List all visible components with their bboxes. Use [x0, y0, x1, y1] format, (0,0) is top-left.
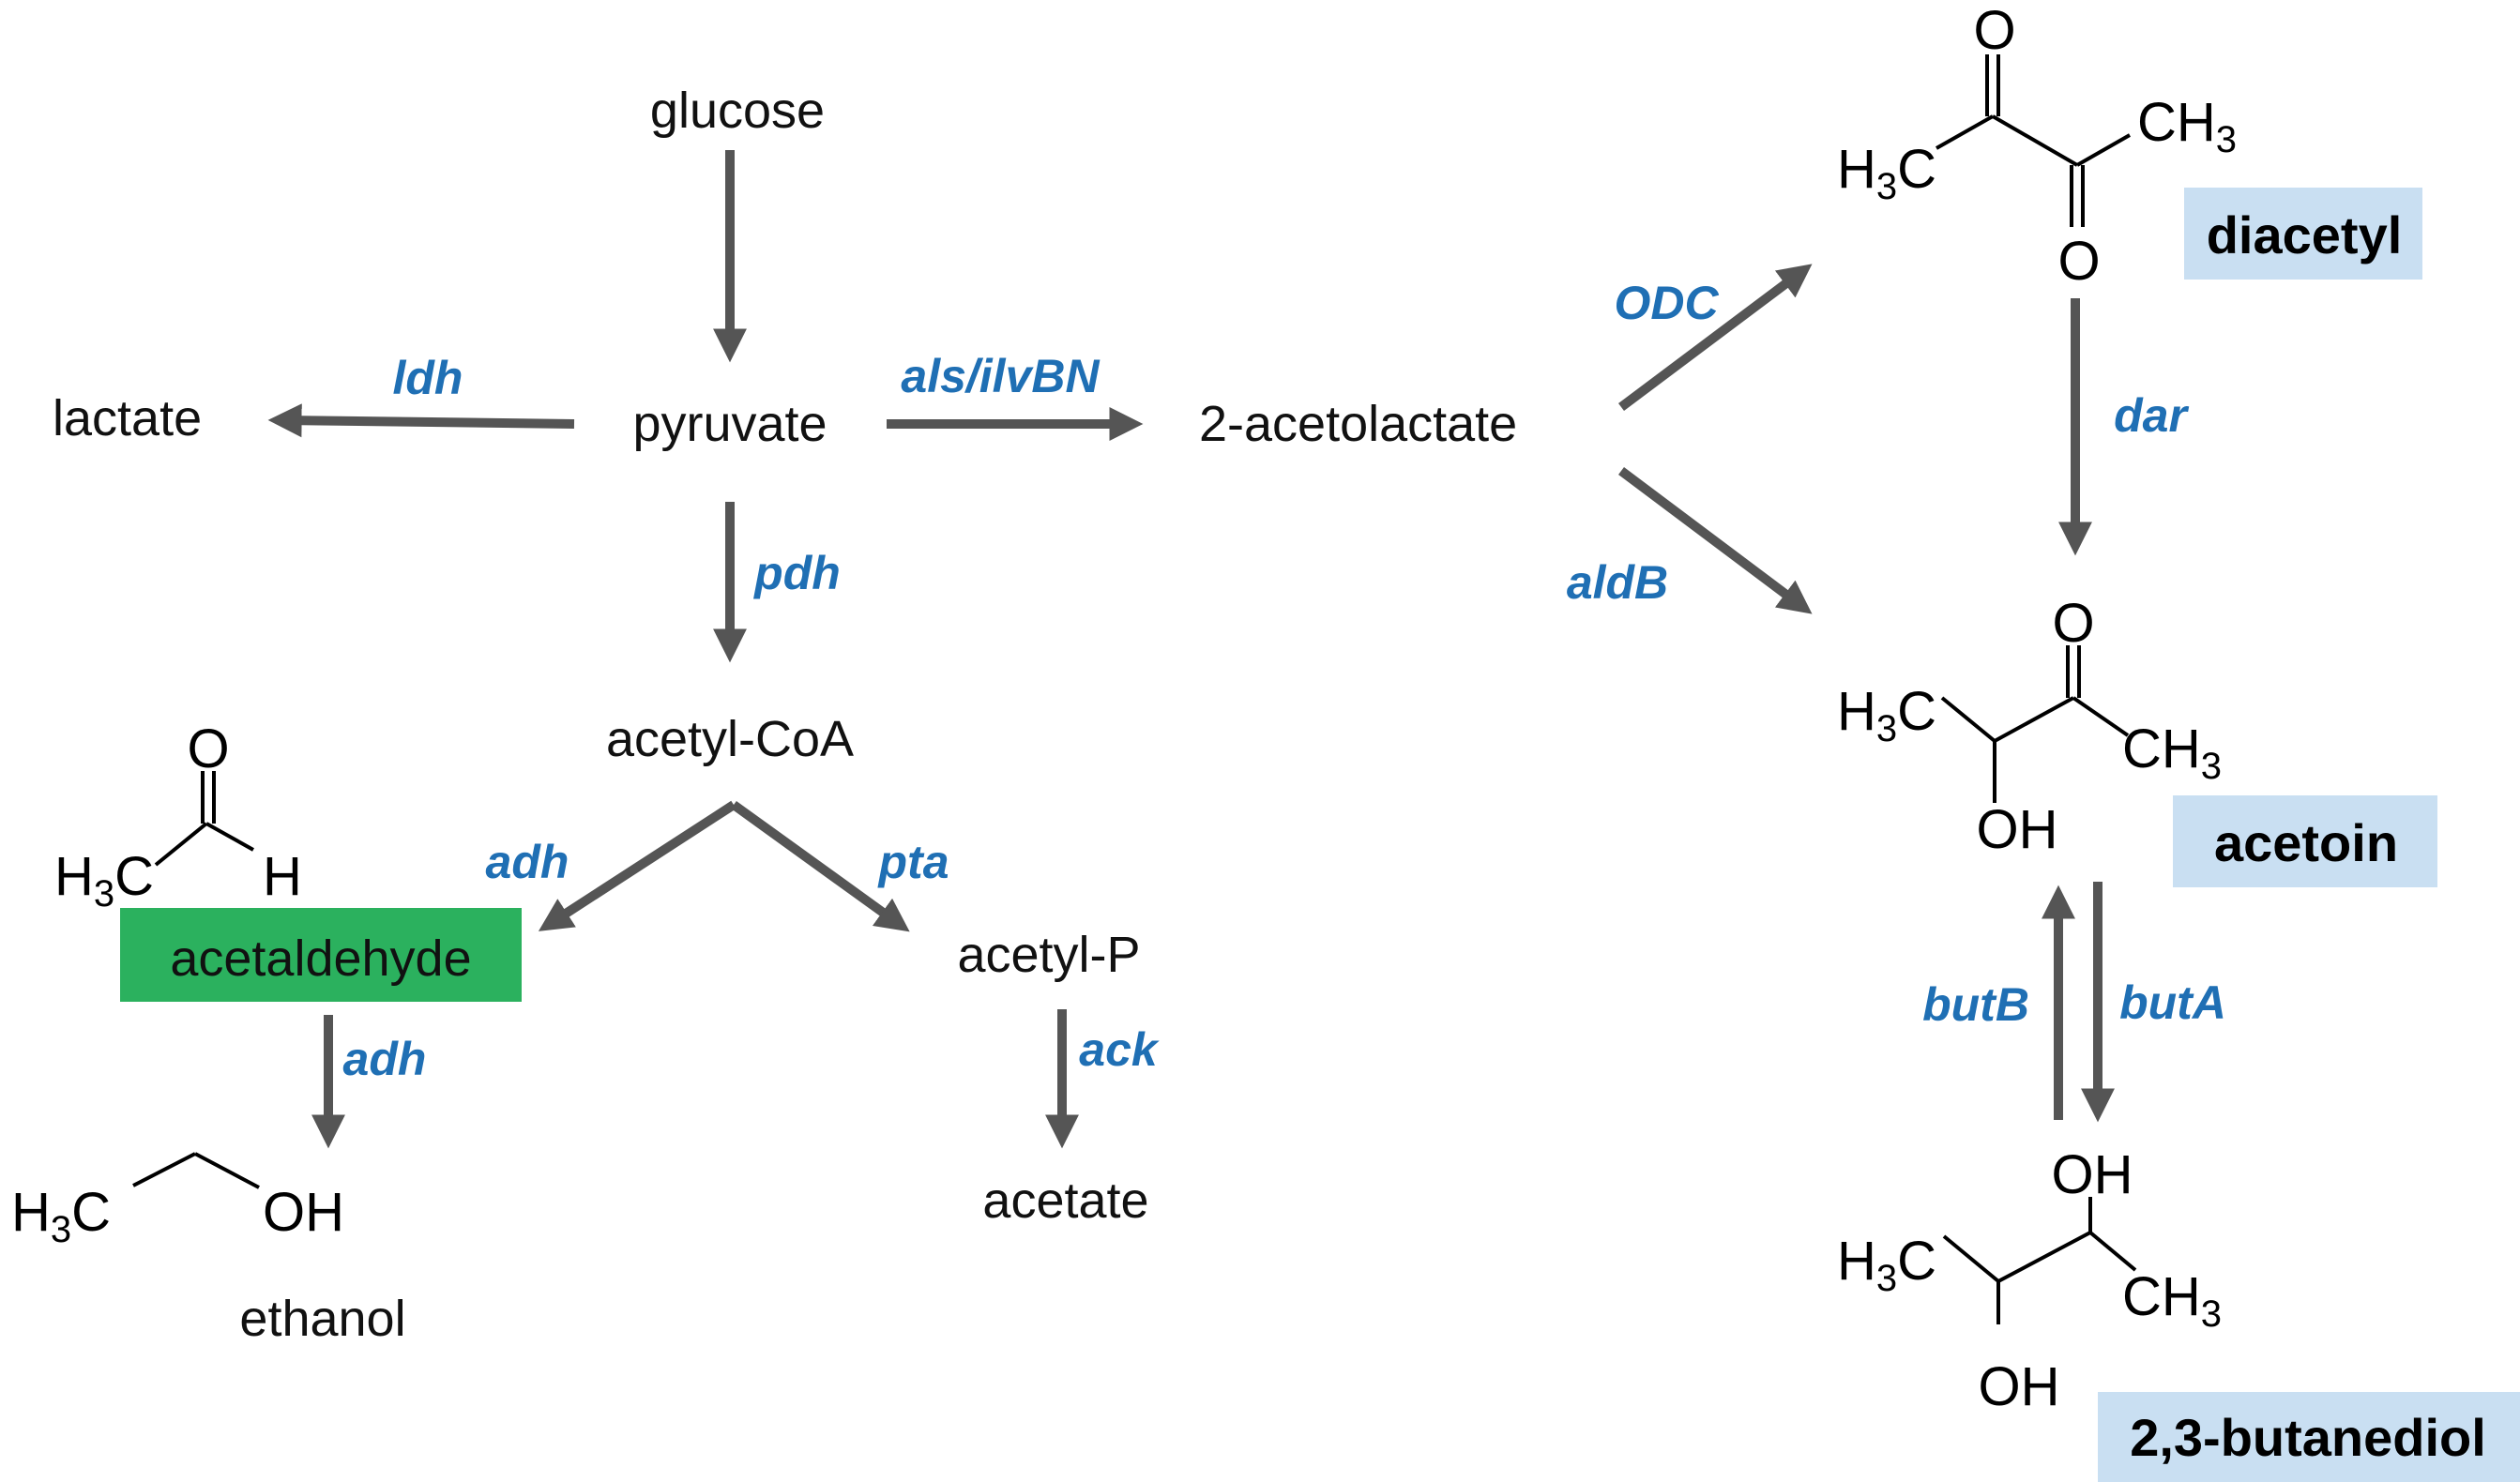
enzyme-adh: adh [486, 836, 569, 888]
svg-text:H3C: H3C [11, 1182, 111, 1250]
product-2-3-butanediol: 2,3-butanediol [2130, 1408, 2486, 1467]
enzyme-pta: pta [877, 836, 949, 888]
arrow-acetylcoa-acetaldehyde [538, 800, 736, 931]
structure-acetaldehyde: O H3C H [54, 718, 302, 915]
enzyme-aldb: aldB [1567, 556, 1668, 609]
metabolite-ethanol: ethanol [239, 1291, 405, 1347]
metabolite-lactate: lactate [53, 390, 202, 446]
svg-text:O: O [2057, 231, 2100, 292]
structure-acetoin: O H3C CH3 OH [1837, 593, 2222, 860]
metabolite-glucose: glucose [650, 83, 825, 139]
arrow-acetylcoa-acetylp [731, 800, 910, 932]
enzyme-pdh: pdh [752, 547, 841, 599]
butanediol-box [2098, 1392, 2520, 1482]
metabolite-2-acetolactate: 2-acetolactate [1199, 396, 1517, 452]
arrow-pyruvate-lactate [267, 403, 575, 438]
structure-butanediol: OH H3C CH3 OH [1837, 1144, 2222, 1417]
enzyme-odc: ODC [1614, 277, 1719, 329]
product-acetoin: acetoin [2214, 813, 2398, 872]
svg-text:OH: OH [1979, 1356, 2060, 1417]
svg-text:O: O [187, 718, 229, 779]
enzyme-als-ilvbn: als/ilvBN [901, 350, 1100, 402]
metabolite-acetaldehyde: acetaldehyde [170, 930, 471, 987]
svg-text:H3C: H3C [1837, 1231, 1936, 1299]
svg-text:OH: OH [1977, 799, 2058, 860]
svg-text:O: O [2052, 593, 2094, 654]
arrow-acetolactate-diacetyl [1618, 264, 1813, 411]
enzyme-butb: butB [1922, 978, 2029, 1031]
acetoin-box [2173, 795, 2437, 887]
svg-text:CH3: CH3 [2122, 1266, 2222, 1335]
svg-text:OH: OH [2052, 1144, 2133, 1205]
structure-diacetyl: O O H3C CH3 [1837, 0, 2237, 292]
svg-text:OH: OH [263, 1182, 344, 1243]
svg-text:H3C: H3C [1837, 139, 1936, 207]
diacetyl-box [2184, 188, 2422, 280]
svg-text:H3C: H3C [54, 846, 154, 915]
svg-text:O: O [1973, 0, 2015, 61]
metabolite-pyruvate: pyruvate [632, 396, 827, 452]
metabolite-acetate: acetate [982, 1172, 1148, 1229]
svg-text:H3C: H3C [1837, 681, 1936, 749]
svg-text:CH3: CH3 [2137, 92, 2237, 160]
acetaldehyde-box [120, 908, 522, 1002]
product-diacetyl: diacetyl [2207, 205, 2403, 265]
enzyme-dar: dar [2114, 389, 2189, 442]
metabolite-acetyl-p: acetyl-P [957, 927, 1140, 983]
structure-ethanol: H3C OH [11, 1152, 344, 1250]
enzyme-ldh: ldh [393, 352, 463, 404]
svg-text:H: H [263, 846, 302, 907]
enzyme-ack: ack [1079, 1023, 1160, 1076]
metabolite-acetyl-coa: acetyl-CoA [606, 711, 854, 767]
enzyme-buta: butA [2119, 976, 2226, 1029]
svg-text:CH3: CH3 [2122, 718, 2222, 787]
enzyme-adh-2: adh [343, 1033, 427, 1085]
arrow-acetolactate-acetoin [1618, 467, 1813, 614]
